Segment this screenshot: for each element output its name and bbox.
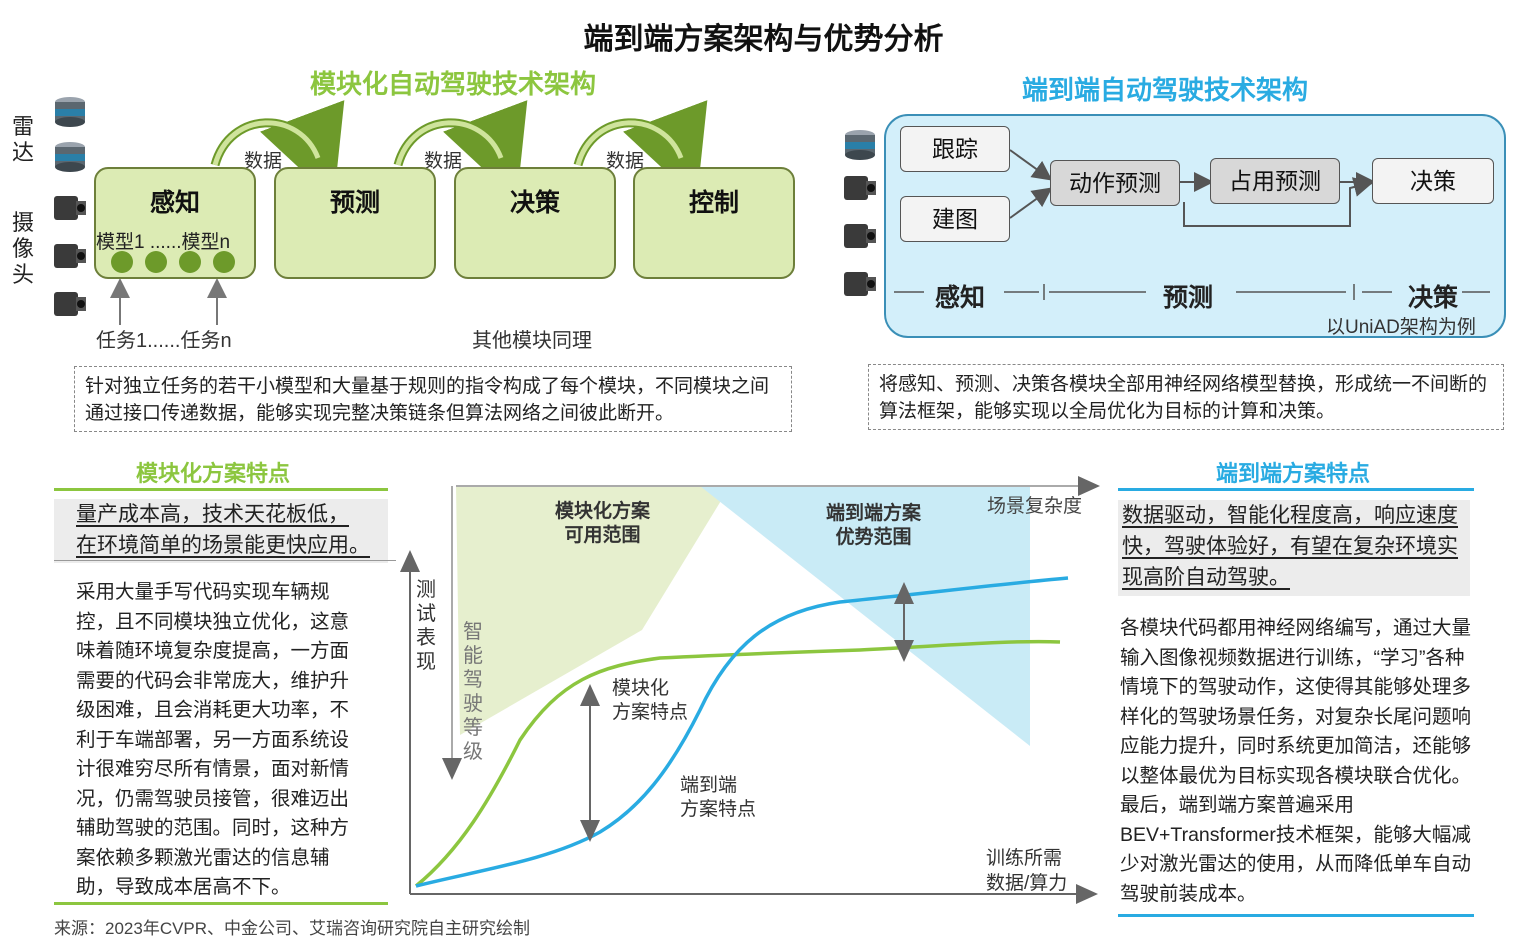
top-axis-label: 场景复杂度	[987, 496, 1083, 517]
node-tracking: 跟踪	[900, 126, 1010, 172]
stage-decision: 决策	[1408, 284, 1459, 312]
highlight-text: 数据驱动，智能化程度高，响应速度快，驾驶体验好，有望在复杂环境实现高阶自动驾驶。	[1122, 504, 1458, 589]
modular-features-body: 采用大量手写代码实现车辆规控，且不同模块独立优化，这意味着随环境复杂度提高，一方…	[76, 581, 350, 898]
e2e-region-label: 端到端方案 优势范围	[826, 502, 921, 550]
highlight-line: 在环境简单的场景能更快应用。	[76, 534, 370, 557]
region-label-line: 端到端方案	[826, 503, 922, 524]
x-axis-label: 训练所需数据/算力	[986, 848, 1068, 894]
stage-perception: 感知	[935, 284, 986, 312]
model-dots	[111, 251, 235, 273]
others-note: 其他模块同理	[472, 330, 592, 352]
divider	[1118, 488, 1474, 491]
curve-label-line: 模块化	[612, 678, 670, 699]
left-axis-label: 智能驾驶等级	[463, 621, 483, 763]
module-label: 控制	[688, 189, 739, 217]
modular-curve	[414, 639, 1061, 888]
modular-architecture-heading: 模块化自动驾驶技术架构	[310, 69, 597, 99]
region-label-line: 优势范围	[835, 527, 912, 548]
lidar-icon	[845, 130, 875, 160]
data-label-1: 数据	[244, 151, 283, 172]
camera-icon	[844, 176, 876, 200]
e2e-curve	[415, 576, 1069, 888]
module-perception: 感知 模型1 ......模型n	[94, 167, 256, 279]
module-label: 决策	[509, 189, 560, 217]
lidar-icon	[55, 142, 85, 172]
page-title: 端到端方案架构与优势分析	[583, 23, 944, 56]
module-control: 控制	[633, 167, 795, 279]
camera-icon	[54, 196, 86, 220]
uniad-note: 以UniAD架构为例	[1326, 317, 1476, 338]
node-motion-prediction: 动作预测	[1050, 160, 1180, 206]
node-mapping: 建图	[900, 196, 1010, 242]
camera-icon	[54, 292, 86, 316]
modular-description: 针对独立任务的若干小模型和大量基于规则的指令构成了每个模块，不同模块之间通过接口…	[74, 366, 792, 432]
data-flow-arrows	[110, 100, 708, 325]
region-label-line: 可用范围	[564, 525, 641, 546]
data-label-2: 数据	[424, 151, 463, 172]
node-occupancy-prediction: 占用预测	[1210, 158, 1340, 204]
modular-usable-region	[456, 486, 730, 735]
radar-label: 雷达	[12, 114, 35, 165]
curve-label-line: 端到端	[680, 775, 738, 796]
e2e-features-highlight: 数据驱动，智能化程度高，响应速度快，驾驶体验好，有望在复杂环境实现高阶自动驾驶。	[1118, 500, 1470, 596]
e2e-curve-label: 端到端 方案特点	[680, 774, 756, 822]
y-axis-label: 测试表现	[416, 579, 436, 673]
divider	[54, 488, 388, 491]
modular-curve-label: 模块化 方案特点	[612, 677, 688, 725]
e2e-architecture-heading: 端到端自动驾驶技术架构	[1022, 75, 1309, 105]
region-label-line: 模块化方案	[555, 501, 651, 522]
e2e-advantage-region	[700, 486, 1030, 746]
data-label-3: 数据	[606, 151, 645, 172]
modular-features-highlight: 量产成本高，技术天花板低， 在环境简单的场景能更快应用。	[54, 499, 388, 563]
lidar-icon	[55, 97, 85, 127]
modular-region-label: 模块化方案 可用范围	[555, 500, 650, 548]
highlight-line: 量产成本高，技术天花板低，	[76, 503, 349, 526]
camera-icon	[844, 224, 876, 248]
modular-features-heading: 模块化方案特点	[136, 461, 291, 486]
module-label: 预测	[329, 189, 380, 217]
divider	[1118, 914, 1474, 917]
divider	[54, 902, 388, 905]
curve-label-line: 方案特点	[680, 799, 757, 820]
curve-label-line: 方案特点	[612, 702, 689, 723]
camera-icon	[54, 244, 86, 268]
camera-label: 摄像头	[12, 210, 35, 287]
performance-chart	[400, 476, 1100, 904]
module-decision: 决策	[454, 167, 616, 279]
model-range-label: 模型1 ......模型n	[96, 232, 231, 253]
module-label: 感知	[149, 189, 200, 217]
e2e-description: 将感知、预测、决策各模块全部用神经网络模型替换，形成统一不间断的算法框架，能够实…	[868, 364, 1504, 430]
task-range-label: 任务1......任务n	[96, 330, 232, 352]
e2e-features-heading: 端到端方案特点	[1216, 461, 1371, 486]
e2e-features-body: 各模块代码都用神经网络编写，通过大量输入图像视频数据进行训练，“学习”各种情境下…	[1120, 617, 1472, 905]
divider	[54, 560, 396, 561]
camera-icon	[844, 272, 876, 296]
e2e-connectors	[894, 149, 1490, 300]
module-prediction: 预测	[274, 167, 436, 279]
stage-prediction: 预测	[1163, 284, 1214, 312]
source-note: 来源：2023年CVPR、中金公司、艾瑞咨询研究院自主研究绘制	[54, 919, 531, 938]
node-decision: 决策	[1372, 158, 1494, 204]
